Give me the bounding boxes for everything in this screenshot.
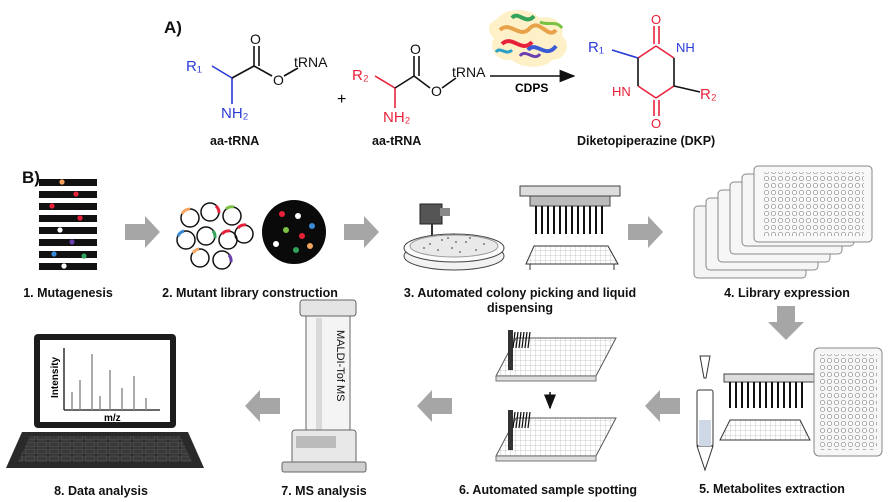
sample-spotting-illustration xyxy=(495,330,617,462)
plus-sign: + xyxy=(337,91,346,108)
colony-picker-illustration xyxy=(403,203,505,271)
step-5-label: 5. Metabolites extraction xyxy=(699,482,845,496)
carbonyl-o-2: O xyxy=(410,41,421,57)
spectrum-y-axis-label: Intensity xyxy=(50,356,61,398)
molecule-aa-trna-2: R₂ NH₂ O O tRNA xyxy=(352,41,486,126)
dkp-r2-label: R₂ xyxy=(700,86,717,103)
maldi-tof-instrument: MALDI-Tof MS xyxy=(281,299,367,473)
dkp-nh-bottom: HN xyxy=(612,84,631,99)
dkp-nh-top: NH xyxy=(676,40,695,55)
step-6-label: 6. Automated sample spotting xyxy=(458,483,638,497)
cdps-enzyme-structure xyxy=(488,10,567,67)
step-1-label: 1. Mutagenesis xyxy=(23,286,113,300)
flow-arrow-6 xyxy=(417,390,452,422)
carbonyl-o-1: O xyxy=(250,31,261,47)
library-expression-plates xyxy=(693,165,873,279)
dkp-r1-label: R₁ xyxy=(588,39,604,56)
dkp-product-structure: R₁ R₂ NH HN O O xyxy=(588,12,717,131)
step-8-label: 8. Data analysis xyxy=(54,484,148,498)
step-4-label: 4. Library expression xyxy=(724,286,850,300)
ester-o-2: O xyxy=(431,83,442,99)
instrument-label: MALDI-Tof MS xyxy=(334,330,346,402)
flow-arrow-1 xyxy=(125,216,160,248)
trna-label-2: tRNA xyxy=(452,64,486,80)
caption-aa-trna-1: aa-tRNA xyxy=(210,134,260,148)
flow-arrow-4 xyxy=(768,306,804,340)
laptop-illustration: Intensity m/z xyxy=(6,334,204,468)
caption-aa-trna-2: aa-tRNA xyxy=(372,134,422,148)
step-3-label-line2: dispensing xyxy=(487,301,553,315)
caption-dkp: Diketopiperazine (DKP) xyxy=(577,134,716,148)
enzyme-label: CDPS xyxy=(515,81,548,95)
nh2-label-2: NH₂ xyxy=(383,109,411,126)
r2-label: R₂ xyxy=(352,67,369,84)
panel-a-label: A) xyxy=(164,18,182,37)
flow-arrow-3 xyxy=(628,216,663,248)
mutagenesis-illustration xyxy=(39,179,97,270)
metabolites-extraction-illustration xyxy=(696,347,883,472)
flow-arrows xyxy=(125,216,804,422)
step-3-label-line1: 3. Automated colony picking and liquid xyxy=(403,286,637,300)
liquid-dispenser-illustration xyxy=(519,185,621,270)
r1-label: R₁ xyxy=(186,58,202,75)
plasmid-library-illustration xyxy=(176,200,326,270)
dkp-o-top: O xyxy=(651,12,661,27)
flow-arrow-2 xyxy=(344,216,379,248)
flow-arrow-5 xyxy=(645,390,680,422)
ester-o-1: O xyxy=(273,72,284,88)
spectrum-x-axis-label: m/z xyxy=(104,413,121,424)
step-7-label: 7. MS analysis xyxy=(281,484,367,498)
dkp-o-bottom: O xyxy=(651,116,661,131)
spectrum-chart: Intensity m/z xyxy=(50,348,160,424)
trna-label-1: tRNA xyxy=(294,54,328,70)
molecule-aa-trna-1: R₁ NH₂ O O tRNA xyxy=(186,31,328,122)
nh2-label-1: NH₂ xyxy=(221,105,249,122)
panel-b-label: B) xyxy=(22,168,40,187)
step-2-label: 2. Mutant library construction xyxy=(162,286,338,300)
step-3-label: 3. Automated colony picking and liquid d… xyxy=(398,286,642,316)
flow-arrow-7 xyxy=(245,390,280,422)
